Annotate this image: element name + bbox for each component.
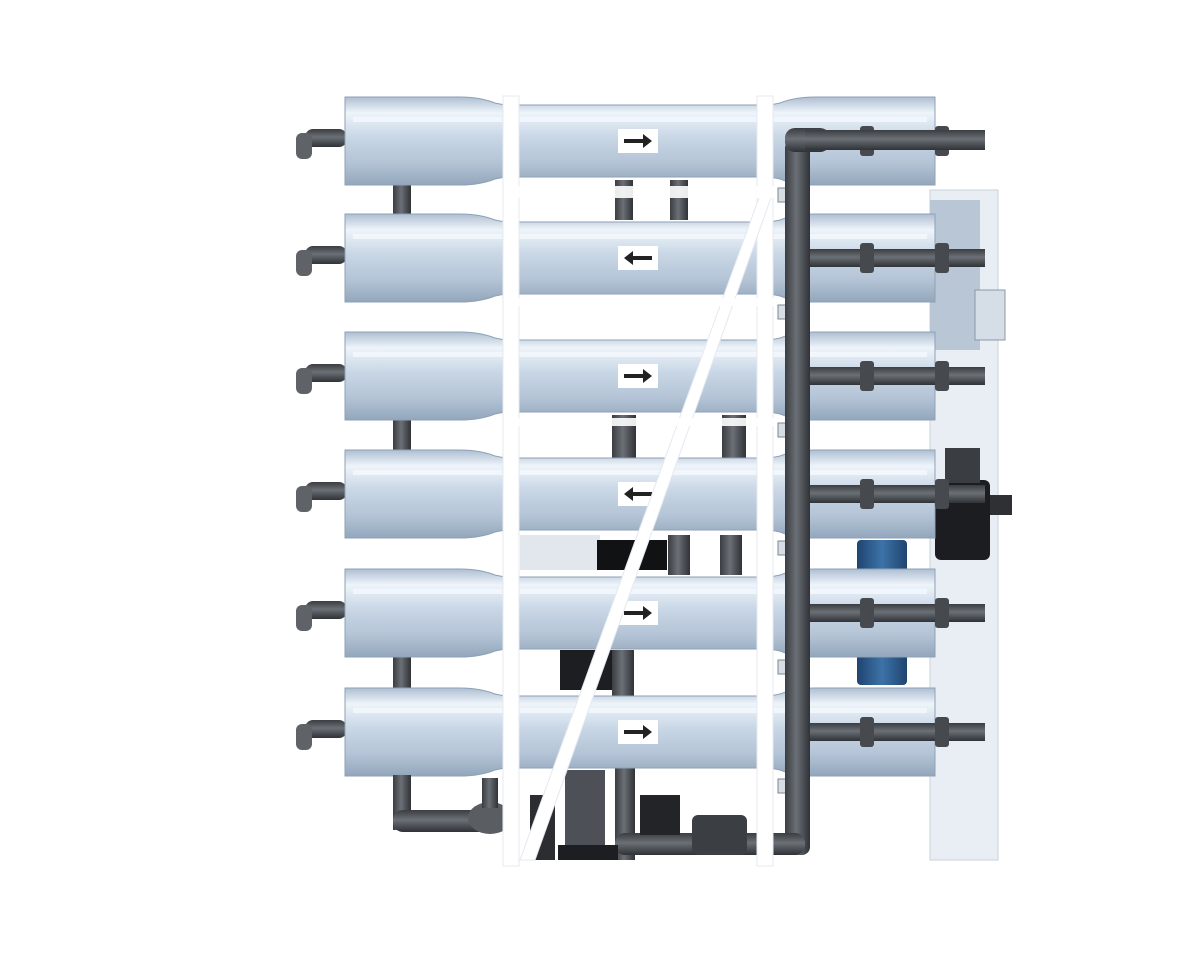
arrow-left-icon (624, 251, 652, 265)
vessel-outlet-elbow (305, 246, 347, 264)
vessel-pipe-coupling (935, 598, 949, 628)
vessel-pipe-coupling (935, 717, 949, 747)
vessel-pipe-coupling (860, 598, 874, 628)
vessel-highlight (353, 117, 927, 122)
bottom-pipework (393, 770, 805, 860)
vessel-outlet-elbow (305, 720, 347, 738)
arrow-right-icon (624, 606, 652, 620)
vessel-outlet-elbow (305, 482, 347, 500)
vessel-outlet-elbow (305, 364, 347, 382)
vessel-pipe-coupling (935, 361, 949, 391)
arrow-right-icon (624, 369, 652, 383)
vessel-outlet-nozzle (296, 605, 312, 631)
vessel-outlet-elbow (305, 601, 347, 619)
vessel-outlet-nozzle (296, 250, 312, 276)
front-frame (502, 95, 775, 867)
vessel-pipe-coupling (860, 361, 874, 391)
arrow-right-icon (624, 134, 652, 148)
arrow-right-icon (624, 725, 652, 739)
manifold-pipe (785, 128, 985, 855)
vessel-permeate-pipe (805, 604, 985, 622)
vessel-outlet-nozzle (296, 368, 312, 394)
vessel-pipe-coupling (860, 479, 874, 509)
vessel-highlight (353, 589, 927, 594)
vessel-highlight (353, 470, 927, 475)
vessel-outlet-nozzle (296, 486, 312, 512)
vessel-permeate-pipe (805, 723, 985, 741)
vessel-outlet-nozzle (296, 133, 312, 159)
vessel-pipe-coupling (860, 717, 874, 747)
vessel-highlight (353, 708, 927, 713)
vessel-permeate-pipe (805, 367, 985, 385)
arrow-left-icon (624, 487, 652, 501)
vessel-pipe-coupling (860, 243, 874, 273)
vessel-outlet-elbow (305, 129, 347, 147)
vessel-pipe-coupling (935, 243, 949, 273)
vessel-highlight (353, 234, 927, 239)
vessel-pipe-coupling (935, 479, 949, 509)
vessel-highlight (353, 352, 927, 357)
vessel-permeate-pipe (805, 485, 985, 503)
vessel-outlet-nozzle (296, 724, 312, 750)
vessel-permeate-pipe (805, 249, 985, 267)
